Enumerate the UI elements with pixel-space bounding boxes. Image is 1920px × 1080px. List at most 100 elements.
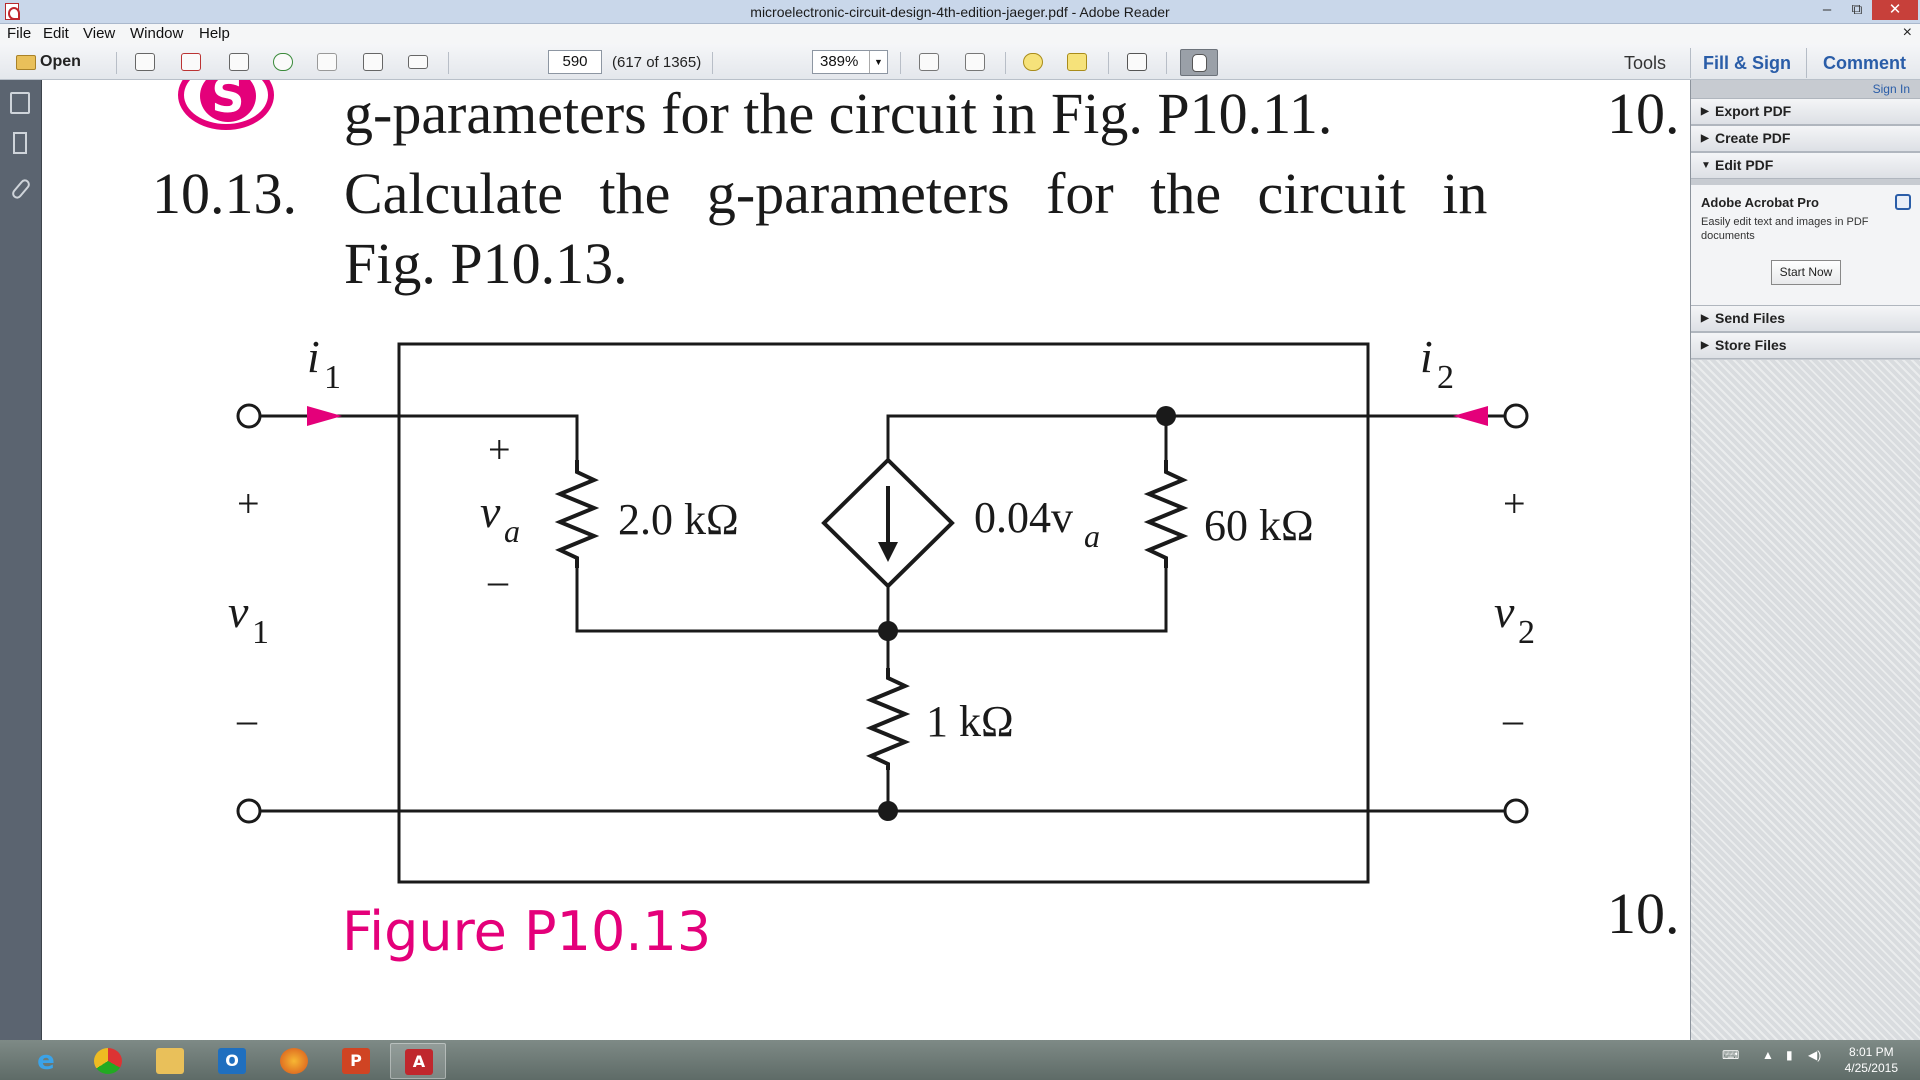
- toolbar-divider: [448, 52, 449, 74]
- tools-pane: Sign In ▶ Export PDF ▶ Create PDF ▼ Edit…: [1690, 80, 1920, 1040]
- toolbar-divider: [712, 52, 713, 74]
- windows-taskbar: e O P A ⌨ ▲ ▮ ◀) 8:01 PM 4/25/2015: [0, 1040, 1920, 1080]
- menu-window[interactable]: Window: [130, 25, 184, 42]
- close-window-button[interactable]: ✕: [1872, 0, 1918, 20]
- menu-file[interactable]: File: [7, 25, 32, 42]
- label-v2: v: [1494, 586, 1515, 637]
- adobe-reader-app-icon[interactable]: [5, 3, 20, 20]
- network-icon[interactable]: ▮: [1786, 1048, 1793, 1062]
- highlight-icon[interactable]: [1064, 50, 1090, 74]
- open-button[interactable]: Open: [12, 50, 92, 74]
- full-screen-icon[interactable]: [1124, 50, 1150, 74]
- edit-pdf-icon[interactable]: [226, 50, 252, 74]
- toolbar-divider: [900, 52, 901, 74]
- start-now-button[interactable]: Start Now: [1771, 260, 1841, 285]
- keyboard-icon[interactable]: ⌨: [1722, 1048, 1740, 1062]
- close-document-icon[interactable]: ×: [1902, 24, 1912, 41]
- chevron-right-icon: ▶: [1701, 313, 1709, 324]
- export-pdf-label: Export PDF: [1715, 103, 1792, 119]
- fit-width-icon[interactable]: [916, 50, 942, 74]
- label-i2: i: [1420, 331, 1433, 382]
- label-r-2k: 2.0 kΩ: [618, 495, 739, 544]
- powerpoint-icon[interactable]: P: [328, 1043, 384, 1079]
- toolbar-divider: [116, 52, 117, 74]
- email-icon[interactable]: [405, 50, 431, 74]
- label-dependent-source-subscript: a: [1084, 518, 1100, 554]
- file-explorer-icon[interactable]: [142, 1043, 198, 1079]
- minimize-button[interactable]: –: [1822, 1, 1832, 18]
- clock-date: 4/25/2015: [1844, 1061, 1898, 1075]
- comment-tab[interactable]: Comment: [1823, 53, 1907, 73]
- label-v1-subscript: 1: [252, 614, 269, 651]
- attachments-icon[interactable]: [10, 177, 32, 201]
- print-icon[interactable]: [360, 50, 386, 74]
- chrome-icon[interactable]: [80, 1043, 136, 1079]
- menu-help[interactable]: Help: [199, 25, 230, 42]
- bookmarks-icon[interactable]: [13, 132, 27, 154]
- menu-view[interactable]: View: [83, 25, 116, 42]
- volume-icon[interactable]: ◀): [1808, 1048, 1822, 1062]
- current-arrow-i1: [307, 406, 342, 426]
- title-bar: microelectronic-circuit-design-4th-editi…: [0, 0, 1920, 24]
- toolbar-divider: [1108, 52, 1109, 74]
- terminal-1-bottom: [236, 798, 262, 824]
- chevron-down-icon: ▼: [1701, 160, 1711, 171]
- store-files-section[interactable]: ▶ Store Files: [1691, 332, 1920, 359]
- label-v1: v: [228, 586, 249, 637]
- system-clock[interactable]: 8:01 PM 4/25/2015: [1845, 1044, 1898, 1076]
- problem-text-line-1: Calculate the g-parameters for the circu…: [344, 161, 1488, 226]
- current-arrow-i2: [1453, 406, 1488, 426]
- acrobat-pro-icon: [1895, 194, 1911, 210]
- store-files-label: Store Files: [1715, 337, 1787, 353]
- hand-icon: [1192, 54, 1207, 72]
- chevron-right-icon: ▶: [1701, 133, 1709, 144]
- terminal-1-top: [236, 403, 262, 429]
- page-thumbnails-icon[interactable]: [10, 92, 30, 114]
- chevron-right-icon: ▶: [1701, 106, 1709, 117]
- figure-caption: Figure P10.13: [342, 900, 712, 963]
- create-pdf-section[interactable]: ▶ Create PDF: [1691, 125, 1920, 152]
- chevron-down-icon[interactable]: ▼: [869, 51, 887, 73]
- tools-tab[interactable]: Tools: [1624, 53, 1667, 73]
- source-arrow-head: [878, 542, 898, 562]
- restore-button[interactable]: ⧉: [1851, 1, 1863, 18]
- internet-explorer-icon[interactable]: e: [37, 1046, 55, 1076]
- label-i1-subscript: 1: [324, 359, 341, 396]
- create-pdf-icon[interactable]: [132, 50, 158, 74]
- resistor-1k: [865, 668, 911, 770]
- label-v1-minus: –: [236, 697, 258, 742]
- wire-top-left: [260, 414, 579, 460]
- show-hidden-icons-icon[interactable]: ▲: [1762, 1048, 1774, 1062]
- edit-pdf-section[interactable]: ▼ Edit PDF: [1691, 152, 1920, 179]
- two-port-box: [397, 342, 1370, 884]
- export-pdf-section[interactable]: ▶ Export PDF: [1691, 98, 1920, 125]
- window-title: microelectronic-circuit-design-4th-editi…: [750, 4, 1170, 20]
- panel-background: [1691, 360, 1920, 1040]
- sign-in-link[interactable]: Sign In: [1872, 82, 1910, 96]
- export-pdf-icon[interactable]: [178, 50, 204, 74]
- navigation-pane: [0, 80, 42, 1040]
- menu-edit[interactable]: Edit: [43, 25, 69, 42]
- label-r-1k: 1 kΩ: [926, 697, 1014, 746]
- terminal-2-bottom: [1503, 798, 1529, 824]
- fit-page-icon[interactable]: [962, 50, 988, 74]
- problem-number: 10.13.: [152, 161, 297, 226]
- zoom-select[interactable]: 389% ▼: [812, 50, 888, 74]
- fill-sign-tab[interactable]: Fill & Sign: [1703, 53, 1791, 73]
- comment-bubble-icon[interactable]: [1020, 50, 1046, 74]
- outlook-icon[interactable]: O: [204, 1043, 260, 1079]
- adobe-reader-taskbar-icon[interactable]: A: [390, 1043, 446, 1079]
- previous-problem-text: g-parameters for the circuit in Fig. P10…: [344, 81, 1333, 146]
- product-description: Easily edit text and images in PDF docum…: [1701, 216, 1869, 242]
- save-icon[interactable]: [314, 50, 340, 74]
- document-view[interactable]: S g-parameters for the circuit in Fig. P…: [42, 80, 1690, 1040]
- node-top-right: [1156, 406, 1176, 426]
- upload-cloud-icon[interactable]: [270, 50, 296, 74]
- page-number-input[interactable]: 590: [548, 50, 602, 74]
- menu-bar: File Edit View Window Help ×: [0, 24, 1920, 44]
- firefox-icon[interactable]: [266, 1043, 322, 1079]
- hand-tool-button[interactable]: [1180, 49, 1218, 76]
- label-i1: i: [307, 331, 320, 382]
- send-files-section[interactable]: ▶ Send Files: [1691, 305, 1920, 332]
- circuit-diagram: i 1 i 2 + v 1 – + v 2 – + v a – 2.0 kΩ 0…: [228, 331, 1535, 884]
